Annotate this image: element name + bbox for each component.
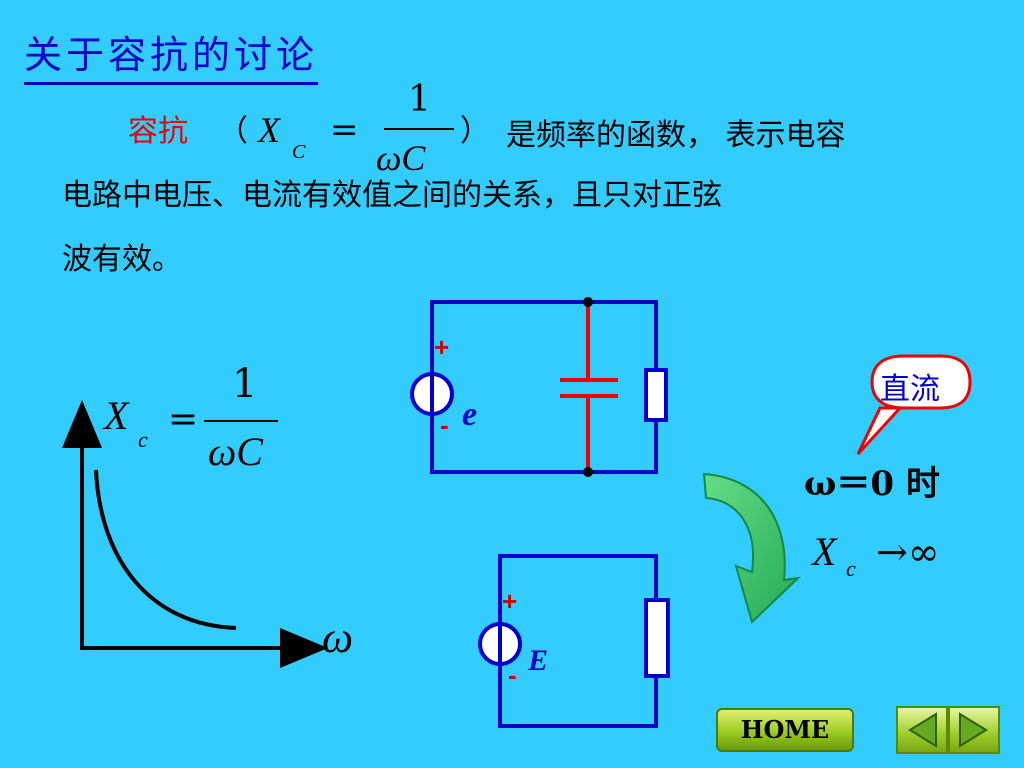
dc-wire-bottom xyxy=(498,664,658,728)
graph-formula-numerator: 1 xyxy=(232,361,258,407)
graph-formula-denominator: ωC xyxy=(208,429,263,474)
dc-wire-top xyxy=(498,554,658,624)
previous-button[interactable] xyxy=(896,706,948,754)
home-button[interactable]: HOME xyxy=(716,708,854,752)
callout-bubble-text: 直流 xyxy=(880,372,940,407)
transition-arrow xyxy=(702,472,801,624)
fraction-bar xyxy=(384,128,454,130)
limit-sub: c xyxy=(846,556,856,581)
limit-rhs: →∞ xyxy=(876,530,940,574)
next-button[interactable] xyxy=(948,706,1000,754)
intro-line2: 电路中电压、电流有效值之间的关系，且只对正弦 xyxy=(62,178,722,213)
circuit-ac xyxy=(410,297,668,477)
formula-sub-c: C xyxy=(292,141,306,163)
page-title: 关于容抗的讨论 xyxy=(24,30,319,85)
graph-fraction-bar xyxy=(204,420,278,422)
dc-plus-sign: + xyxy=(502,586,518,616)
ac-plus-sign: + xyxy=(434,332,450,362)
condition-omega-zero: ω＝0 时 xyxy=(804,464,940,504)
junction-bottom xyxy=(583,467,593,477)
paren-close: ） xyxy=(460,114,490,149)
graph-formula-x: X xyxy=(104,393,129,438)
limit-x: X xyxy=(812,529,837,574)
formula-denominator: ωC xyxy=(376,138,426,178)
paren-open: （ xyxy=(218,114,248,149)
ac-source-label: e xyxy=(462,396,478,433)
graph-axes xyxy=(62,400,328,668)
callout-bubble xyxy=(856,354,972,456)
dc-source-label: E xyxy=(528,644,549,677)
circuit-dc xyxy=(478,554,670,728)
dc-minus-sign: - xyxy=(508,660,517,690)
term-capacitive-reactance: 容抗 xyxy=(128,114,188,149)
graph-formula-equals: = xyxy=(168,399,199,440)
junction-top xyxy=(583,297,593,307)
formula-x: X xyxy=(258,110,280,150)
formula-numerator: 1 xyxy=(408,79,431,120)
triangle-right-icon xyxy=(959,712,988,748)
ac-wire-bottom xyxy=(430,414,658,474)
ac-wire-top xyxy=(430,300,658,375)
intro-line3: 波有效。 xyxy=(62,242,182,277)
reactance-curve xyxy=(94,469,237,630)
triangle-left-icon xyxy=(908,712,937,748)
ac-minus-sign: - xyxy=(440,410,449,440)
dc-resistor xyxy=(644,598,670,678)
formula-equals: = xyxy=(330,110,359,150)
graph-formula-sub: c xyxy=(138,427,148,452)
intro-tail-line1: 是频率的函数， 表示电容 xyxy=(506,118,846,153)
ac-resistor xyxy=(644,368,668,422)
